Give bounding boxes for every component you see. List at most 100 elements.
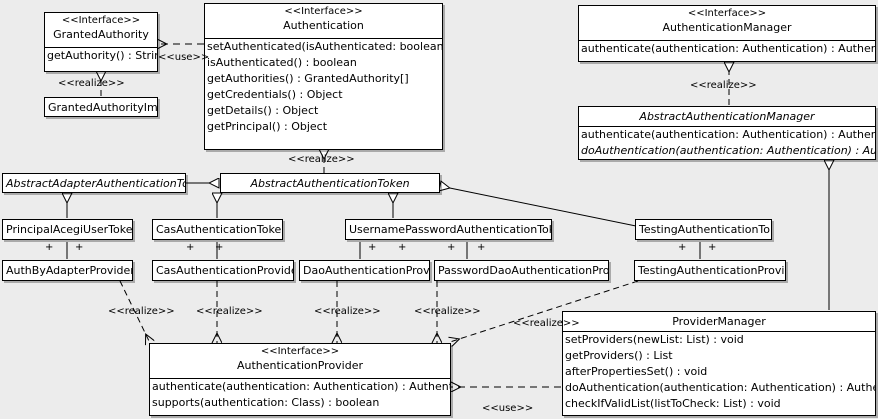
member-row: getPrincipal() : Object xyxy=(207,120,328,133)
edge-label-realize-passworddaoprovider: <<realize>> xyxy=(414,306,481,317)
multiplicity-marker: + xyxy=(75,242,84,253)
multiplicity-marker: + xyxy=(678,242,687,253)
class-members: setProviders(newList: List) : void getPr… xyxy=(563,332,875,412)
member-row: doAuthentication(authentication: Authent… xyxy=(565,381,875,394)
member-row: afterPropertiesSet() : void xyxy=(565,365,708,378)
multiplicity-marker: + xyxy=(477,242,486,253)
class-name-label: PrincipalAcegiUserToken xyxy=(6,223,132,236)
class-auth-by-adapter-provider[interactable]: AuthByAdapterProvider xyxy=(2,260,133,281)
class-name-label: CasAuthenticationToken xyxy=(156,223,282,236)
class-username-password-authentication-token[interactable]: UsernamePasswordAuthenticationToken xyxy=(345,219,552,240)
edge-label-realize-daoprovider: <<realize>> xyxy=(314,306,381,317)
class-name-label: CasAuthenticationProvider xyxy=(156,264,293,277)
class-header: AuthByAdapterProvider xyxy=(3,261,132,280)
member-row: checkIfValidList(listToCheck: List) : vo… xyxy=(565,397,781,410)
class-header: AbstractAdapterAuthenticationToken xyxy=(3,174,185,192)
edge-label-realize-authbyadapterprovider: <<realize>> xyxy=(108,306,175,317)
member-row: supports(authentication: Class) : boolea… xyxy=(152,396,380,409)
multiplicity-marker: + xyxy=(186,242,195,253)
member-row: getProviders() : List xyxy=(565,349,673,362)
multiplicity-marker: + xyxy=(708,242,717,253)
edge-label-realize-abstractauthmanager: <<realize>> xyxy=(690,80,757,91)
class-name-label: AuthenticationProvider xyxy=(236,359,364,372)
class-password-dao-authentication-provider[interactable]: PasswordDaoAuthenticationProvider xyxy=(434,260,609,281)
class-members: setAuthenticated(isAuthenticated: boolea… xyxy=(205,39,442,135)
class-abstract-authentication-token[interactable]: AbstractAuthenticationToken xyxy=(220,173,440,193)
class-principal-acegi-user-token[interactable]: PrincipalAcegiUserToken xyxy=(2,219,133,240)
class-members: authenticate(authentication: Authenticat… xyxy=(150,379,450,411)
member-row: doAuthentication(authentication: Authent… xyxy=(581,144,875,157)
member-row: setAuthenticated(isAuthenticated: boolea… xyxy=(207,40,442,53)
class-name-label: TestingAuthenticationToken xyxy=(639,223,771,236)
member-row: authenticate(authentication: Authenticat… xyxy=(581,42,875,55)
class-header: GrantedAuthorityImpl xyxy=(45,98,157,116)
class-authentication-provider[interactable]: <<Interface>> AuthenticationProvider aut… xyxy=(149,343,451,416)
class-name-label: TestingAuthenticationProvider xyxy=(638,264,785,277)
class-header: TestingAuthenticationProvider xyxy=(635,261,785,280)
multiplicity-marker: + xyxy=(398,242,407,253)
class-header: AbstractAuthenticationManager xyxy=(579,107,875,127)
member-row: getDetails() : Object xyxy=(207,104,319,117)
class-members: authenticate(authentication: Authenticat… xyxy=(579,41,875,57)
class-header: CasAuthenticationToken xyxy=(153,220,282,239)
stereotype-label: <<Interface>> xyxy=(61,15,141,26)
member-row: isAuthenticated() : boolean xyxy=(207,56,357,69)
class-dao-authentication-provider[interactable]: DaoAuthenticationProvider xyxy=(299,260,430,281)
class-cas-authentication-provider[interactable]: CasAuthenticationProvider xyxy=(152,260,294,281)
class-authentication[interactable]: <<Interface>> Authentication setAuthenti… xyxy=(204,3,443,150)
class-name-label: UsernamePasswordAuthenticationToken xyxy=(349,223,551,236)
class-header: PrincipalAcegiUserToken xyxy=(3,220,132,239)
class-name-label: ProviderManager xyxy=(672,315,766,328)
member-row: getAuthorities() : GrantedAuthority[] xyxy=(207,72,409,85)
multiplicity-marker: + xyxy=(45,242,54,253)
class-name-label: AuthenticationManager xyxy=(662,21,792,34)
stereotype-label: <<Interface>> xyxy=(284,6,363,17)
stereotype-label: <<Interface>> xyxy=(687,8,767,19)
edge-label-use-providermanager: <<use>> xyxy=(482,403,534,414)
edge-label-realize-casprovider: <<realize>> xyxy=(196,306,263,317)
edge-label-realize-testingprovider: <<realize>> xyxy=(513,318,580,329)
class-header: PasswordDaoAuthenticationProvider xyxy=(435,261,608,280)
edge-label-use-authentication-grantedauthority: <<use>> xyxy=(158,52,210,63)
class-members: authenticate(authentication: Authenticat… xyxy=(579,127,875,159)
edge-label-realize-grantedauthorityimpl: <<realize>> xyxy=(58,78,125,89)
edge-label-realize-abstractauthtoken: <<realize>> xyxy=(288,154,355,165)
class-name-label: AbstractAuthenticationToken xyxy=(250,177,410,190)
class-header: <<Interface>> GrantedAuthority xyxy=(45,13,157,48)
class-header: <<Interface>> AuthenticationManager xyxy=(579,6,875,41)
class-testing-authentication-provider[interactable]: TestingAuthenticationProvider xyxy=(634,260,786,281)
multiplicity-marker: + xyxy=(447,242,456,253)
class-header: <<Interface>> Authentication xyxy=(205,4,442,39)
class-testing-authentication-token[interactable]: TestingAuthenticationToken xyxy=(635,219,772,240)
class-header: <<Interface>> AuthenticationProvider xyxy=(150,344,450,379)
class-name-label: PasswordDaoAuthenticationProvider xyxy=(438,264,608,277)
member-row: setProviders(newList: List) : void xyxy=(565,333,744,346)
class-granted-authority-impl[interactable]: GrantedAuthorityImpl xyxy=(44,97,158,117)
stereotype-label: <<Interface>> xyxy=(260,346,340,357)
class-name-label: DaoAuthenticationProvider xyxy=(303,264,429,277)
class-abstract-authentication-manager[interactable]: AbstractAuthenticationManager authentica… xyxy=(578,106,876,160)
class-header: TestingAuthenticationToken xyxy=(636,220,771,239)
member-row: authenticate(authentication: Authenticat… xyxy=(152,380,450,393)
class-cas-authentication-token[interactable]: CasAuthenticationToken xyxy=(152,219,283,240)
member-row: getAuthority() : String xyxy=(47,49,157,62)
class-header: DaoAuthenticationProvider xyxy=(300,261,429,280)
class-name-label: Authentication xyxy=(283,19,364,32)
multiplicity-marker: + xyxy=(368,242,377,253)
class-members: getAuthority() : String xyxy=(45,48,157,64)
class-name-label: GrantedAuthorityImpl xyxy=(48,101,157,114)
class-name-label: AuthByAdapterProvider xyxy=(6,264,132,277)
class-header: AbstractAuthenticationToken xyxy=(221,174,439,192)
class-provider-manager[interactable]: ProviderManager setProviders(newList: Li… xyxy=(562,311,876,416)
member-row: getCredentials() : Object xyxy=(207,88,343,101)
class-abstract-adapter-authentication-token[interactable]: AbstractAdapterAuthenticationToken xyxy=(2,173,186,193)
class-header: UsernamePasswordAuthenticationToken xyxy=(346,220,551,239)
class-granted-authority[interactable]: <<Interface>> GrantedAuthority getAuthor… xyxy=(44,12,158,72)
multiplicity-marker: + xyxy=(215,242,224,253)
class-header: ProviderManager xyxy=(563,312,875,332)
class-authentication-manager[interactable]: <<Interface>> AuthenticationManager auth… xyxy=(578,5,876,62)
class-name-label: AbstractAuthenticationManager xyxy=(639,110,815,123)
class-header: CasAuthenticationProvider xyxy=(153,261,293,280)
member-row: authenticate(authentication: Authenticat… xyxy=(581,128,875,141)
